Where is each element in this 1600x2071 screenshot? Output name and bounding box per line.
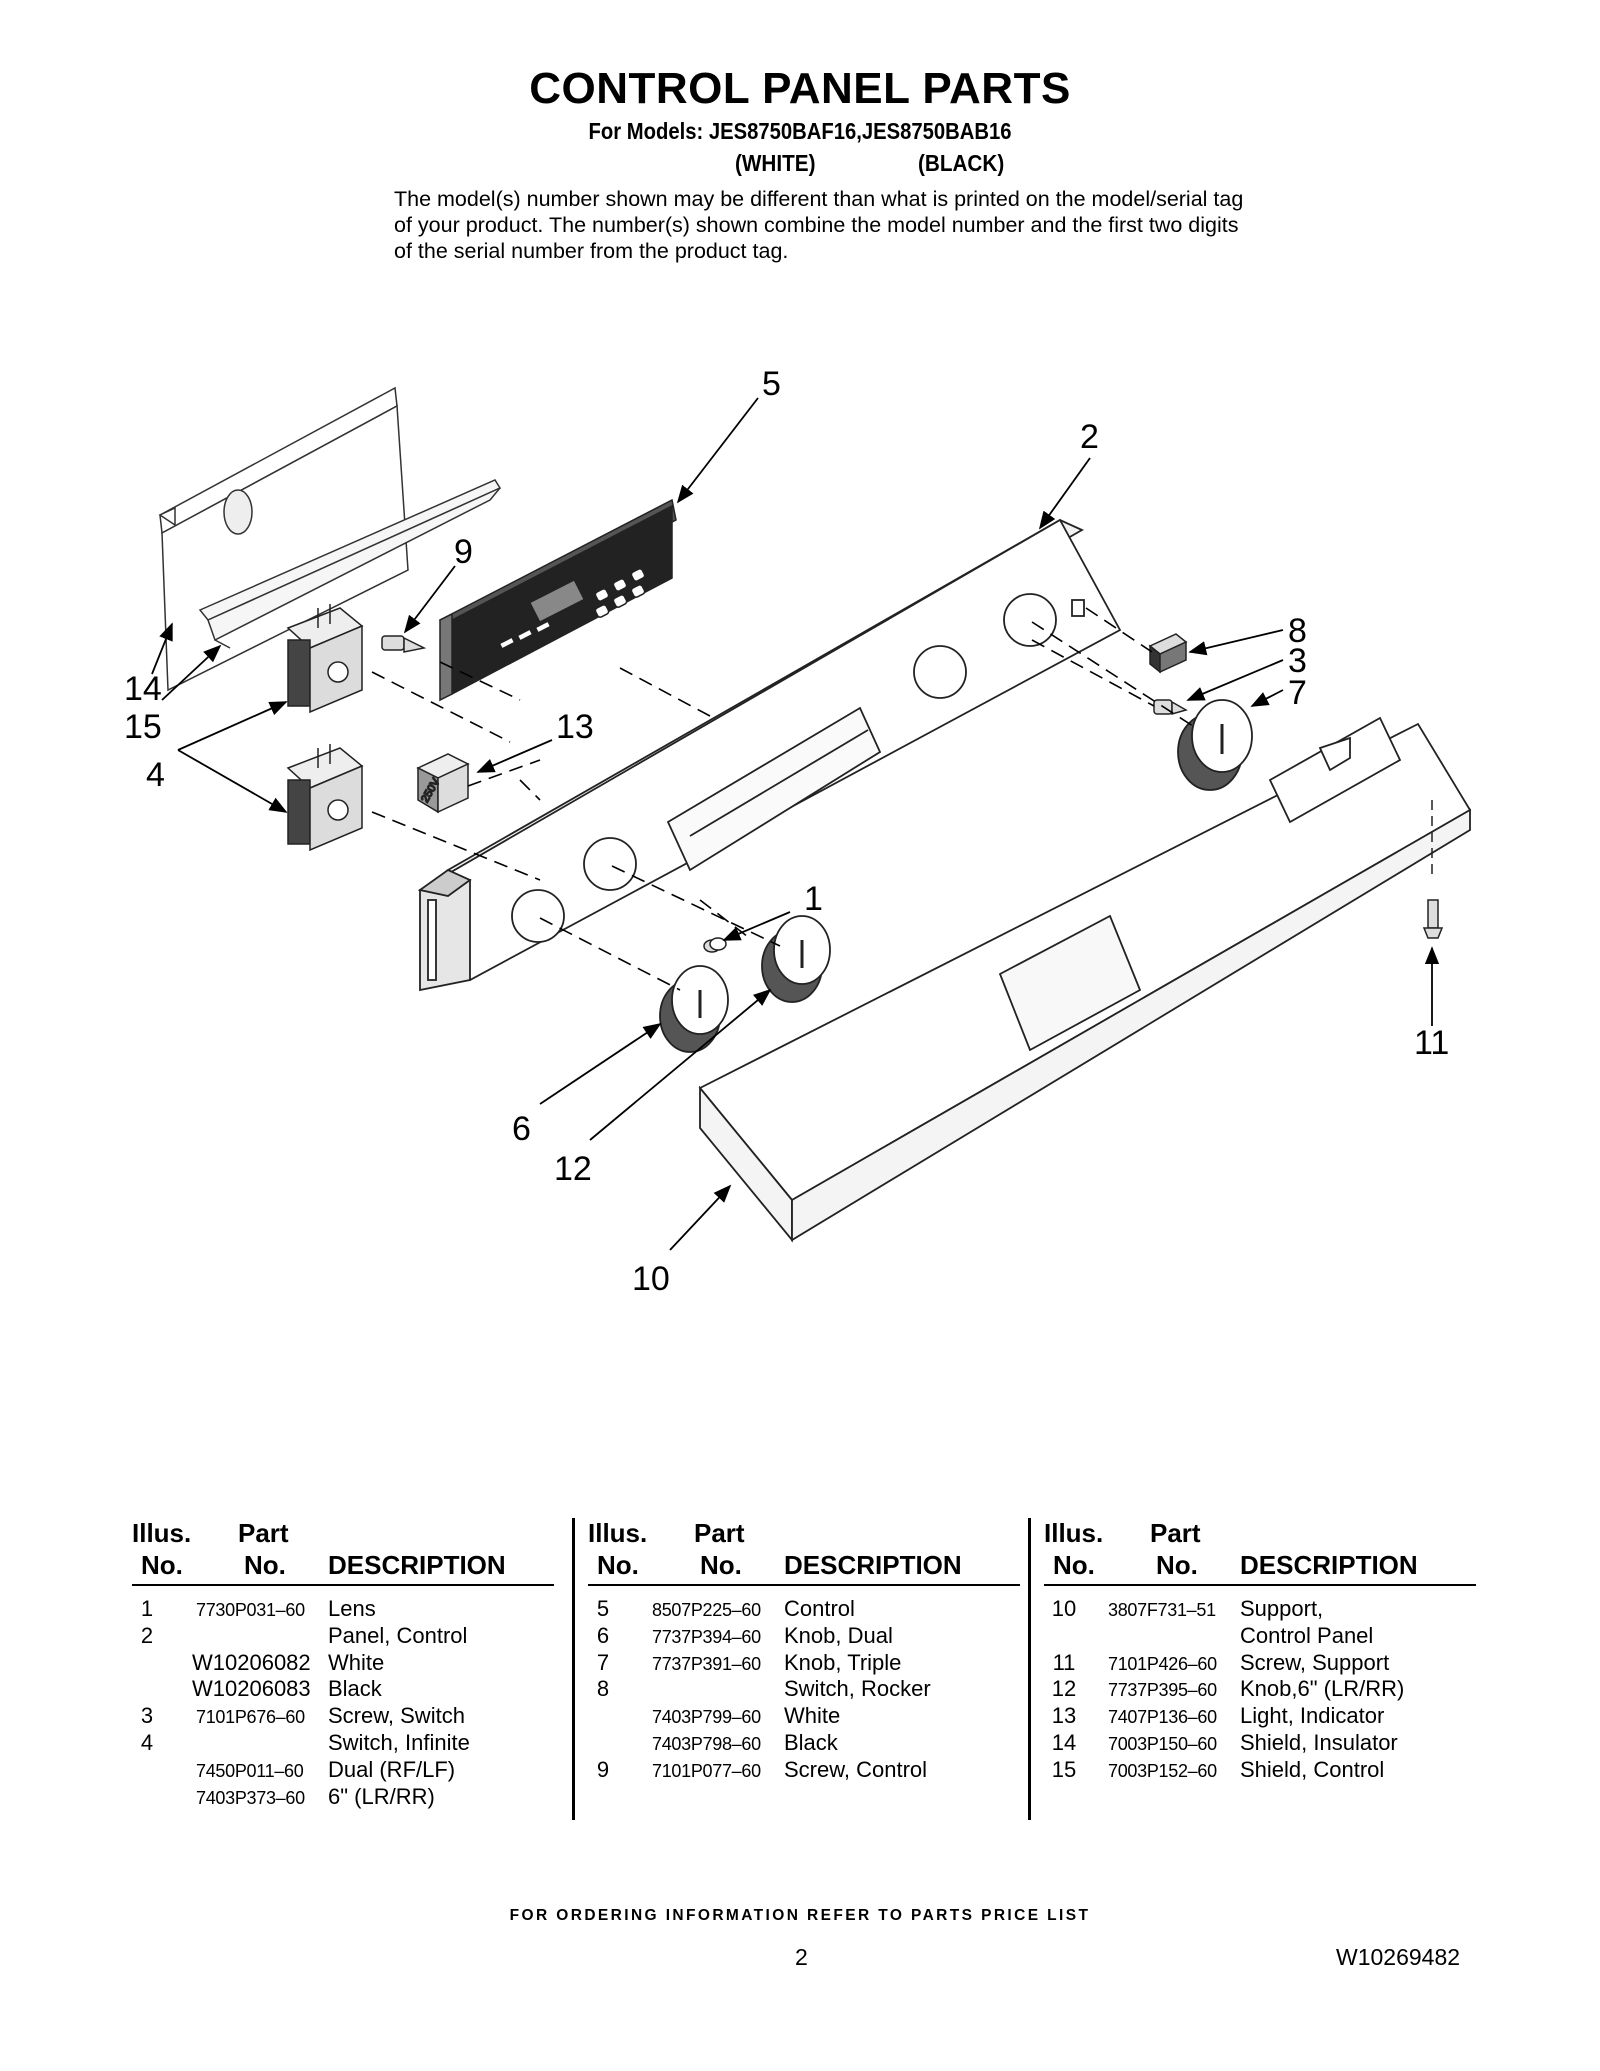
rocker-switch-part bbox=[1148, 633, 1188, 674]
table-header: Illus. No. Part No. DESCRIPTION bbox=[588, 1518, 1020, 1586]
leader-arrows bbox=[151, 397, 1440, 1251]
callout-1: 1 bbox=[804, 880, 823, 918]
variant-white-label: (WHITE) bbox=[735, 150, 816, 176]
page-number: 2 bbox=[795, 1944, 808, 1970]
header-part-no: No. bbox=[1156, 1550, 1198, 1580]
electronic-control-part bbox=[439, 498, 677, 702]
table-row: Control Panel bbox=[1240, 1622, 1374, 1648]
lens-part bbox=[703, 937, 727, 953]
callout-2: 2 bbox=[1080, 418, 1099, 456]
shield-control-part bbox=[198, 479, 502, 649]
knob-triple-part bbox=[1177, 699, 1253, 791]
header-part-no: No. bbox=[244, 1550, 286, 1580]
header-part-no: No. bbox=[700, 1550, 742, 1580]
callout-3: 3 bbox=[1288, 642, 1307, 680]
assembly-lines bbox=[371, 607, 1197, 991]
infinite-switch-lower bbox=[286, 744, 364, 852]
header-illus-no: No. bbox=[141, 1550, 183, 1580]
header-illus: Illus. bbox=[588, 1518, 648, 1548]
column-divider bbox=[572, 1518, 575, 1820]
callout-4: 4 bbox=[146, 756, 165, 794]
variant-black-label: (BLACK) bbox=[918, 150, 1005, 176]
support-screw-part bbox=[1422, 800, 1444, 939]
control-screw-part bbox=[381, 635, 427, 653]
callout-6: 6 bbox=[512, 1110, 531, 1148]
model-number-note: The model(s) number shown may be differe… bbox=[394, 187, 1244, 263]
ordering-info-note: FOR ORDERING INFORMATION REFER TO PARTS … bbox=[509, 1907, 1091, 1924]
table-header: Illus. No. Part No. DESCRIPTION bbox=[1044, 1518, 1476, 1586]
header-description: DESCRIPTION bbox=[1240, 1550, 1418, 1580]
header-part: Part bbox=[1150, 1518, 1201, 1548]
callout-8: 8 bbox=[1288, 612, 1307, 650]
callout-14: 14 bbox=[124, 670, 162, 708]
infinite-switch-upper bbox=[286, 604, 364, 714]
document-number: W10269482 bbox=[1336, 1944, 1461, 1970]
header-illus: Illus. bbox=[132, 1518, 192, 1548]
header-description: DESCRIPTION bbox=[784, 1550, 962, 1580]
callout-15: 15 bbox=[124, 708, 162, 746]
callout-13: 13 bbox=[556, 708, 594, 746]
indicator-light-part: 250V bbox=[416, 753, 470, 814]
table-header: Illus. No. Part No. DESCRIPTION bbox=[132, 1518, 554, 1586]
callout-5: 5 bbox=[762, 365, 781, 403]
knob-dual-part bbox=[659, 965, 729, 1053]
models-subtitle: For Models: JES8750BAF16,JES8750BAB16 bbox=[588, 118, 1012, 144]
page-title: CONTROL PANEL PARTS bbox=[529, 64, 1071, 113]
callout-9: 9 bbox=[454, 533, 473, 571]
support-control-panel-part bbox=[698, 716, 1472, 1243]
callout-7: 7 bbox=[1288, 674, 1307, 712]
callout-11: 11 bbox=[1414, 1024, 1449, 1062]
header-illus-no: No. bbox=[597, 1550, 639, 1580]
header-illus: Illus. bbox=[1044, 1518, 1104, 1548]
column-divider bbox=[1028, 1518, 1031, 1820]
callout-10: 10 bbox=[632, 1260, 670, 1298]
callout-12: 12 bbox=[554, 1150, 592, 1188]
header-part: Part bbox=[238, 1518, 289, 1548]
exploded-parts-diagram: 250V bbox=[124, 365, 1472, 1298]
header-part: Part bbox=[694, 1518, 745, 1548]
header-description: DESCRIPTION bbox=[328, 1550, 506, 1580]
control-panel-part bbox=[417, 518, 1122, 992]
header-illus-no: No. bbox=[1053, 1550, 1095, 1580]
knob-6in-part bbox=[761, 915, 831, 1003]
